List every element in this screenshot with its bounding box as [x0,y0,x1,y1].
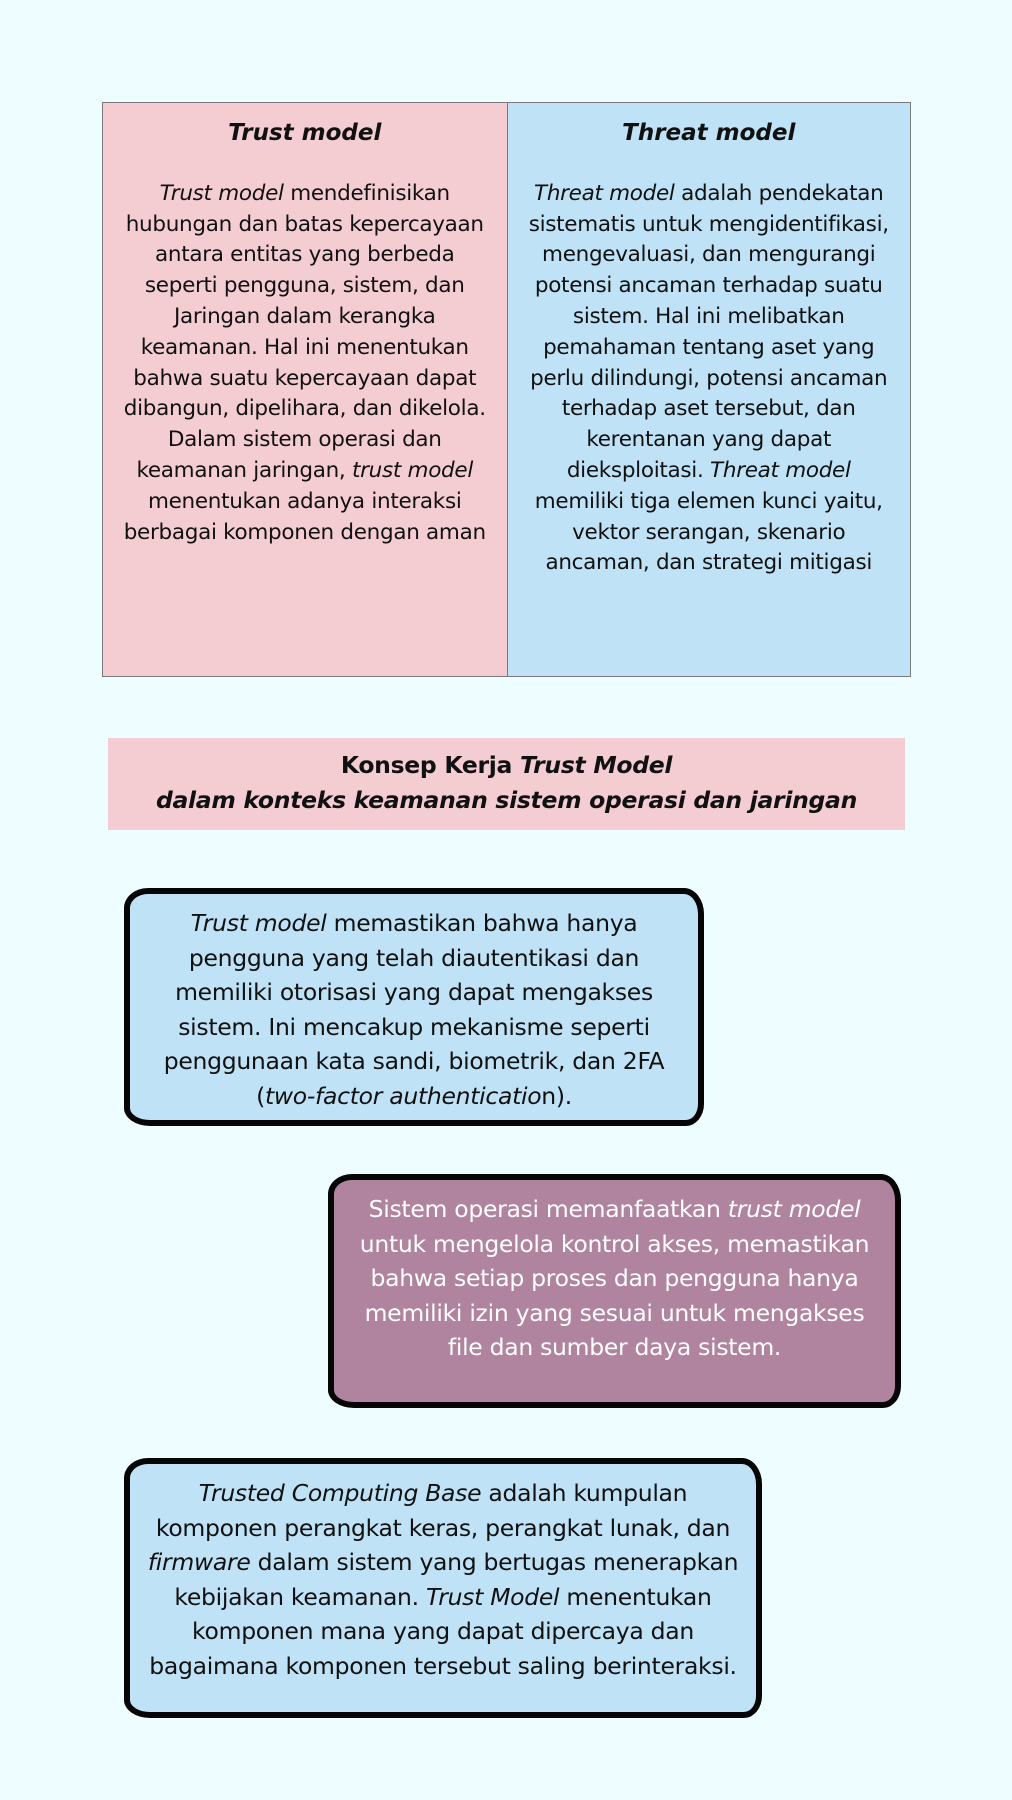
tcb-term-3: Trust Model [425,1582,560,1611]
trust-model-description: Trust model mendefinisikan hubungan dan … [121,179,489,549]
threat-model-text-2: memiliki tiga elemen kunci yaitu, vektor… [534,488,883,576]
access-text-2: untuk mengelola kontrol akses, memastika… [359,1229,870,1362]
threat-model-term: Threat model [533,180,675,206]
tcb-term: Trusted Computing Base [198,1479,482,1507]
tcb-card: Trusted Computing Base adalah kumpulan k… [124,1458,762,1718]
access-term: trust model [727,1195,861,1223]
auth-term-2: two-factor authenticatio [264,1081,542,1110]
authentication-card: Trust model memastikan bahwa hanya pengg… [124,888,704,1126]
section-heading-line-1: Konsep Kerja Trust Model [108,748,905,783]
auth-text-1: memastikan bahwa hanya pengguna yang tel… [163,909,665,1110]
comparison-table: Trust model Trust model mendefinisikan h… [102,102,911,677]
threat-model-text-1: adalah pendekatan sistematis untuk mengi… [528,180,889,484]
trust-model-text-1: mendefinisikan hubungan dan batas keperc… [123,180,486,484]
auth-text-2: n). [541,1081,572,1110]
tcb-term-2: firmware [147,1548,251,1576]
trust-model-text-2: menentukan adanya interaksi berbagai kom… [123,488,486,545]
trust-model-column: Trust model Trust model mendefinisikan h… [103,103,507,676]
threat-model-description: Threat model adalah pendekatan sistemati… [526,179,893,579]
trust-model-term: Trust model [159,180,284,206]
trust-model-term-2: trust model [351,458,473,484]
section-heading: Konsep Kerja Trust Model dalam konteks k… [108,738,905,830]
threat-model-title: Threat model [622,120,796,146]
threat-model-column: Threat model Threat model adalah pendeka… [506,103,910,676]
access-text-1: Sistem operasi memanfaatkan [368,1195,728,1223]
auth-term: Trust model [190,909,327,937]
section-heading-line-2: dalam konteks keamanan sistem operasi da… [155,786,858,814]
tcb-text-3: menentukan komponen mana yang dapat dipe… [149,1582,737,1680]
trust-model-title: Trust model [228,120,382,146]
heading-plain: Konsep Kerja [340,751,520,779]
access-control-card: Sistem operasi memanfaatkan trust model … [328,1174,901,1408]
tcb-text-1: adalah kumpulan komponen perangkat keras… [155,1479,731,1542]
tcb-text-2: dalam sistem yang bertugas menerapkan ke… [174,1548,739,1611]
threat-model-term-2: Threat model [710,458,851,484]
heading-term: Trust Model [519,751,673,779]
